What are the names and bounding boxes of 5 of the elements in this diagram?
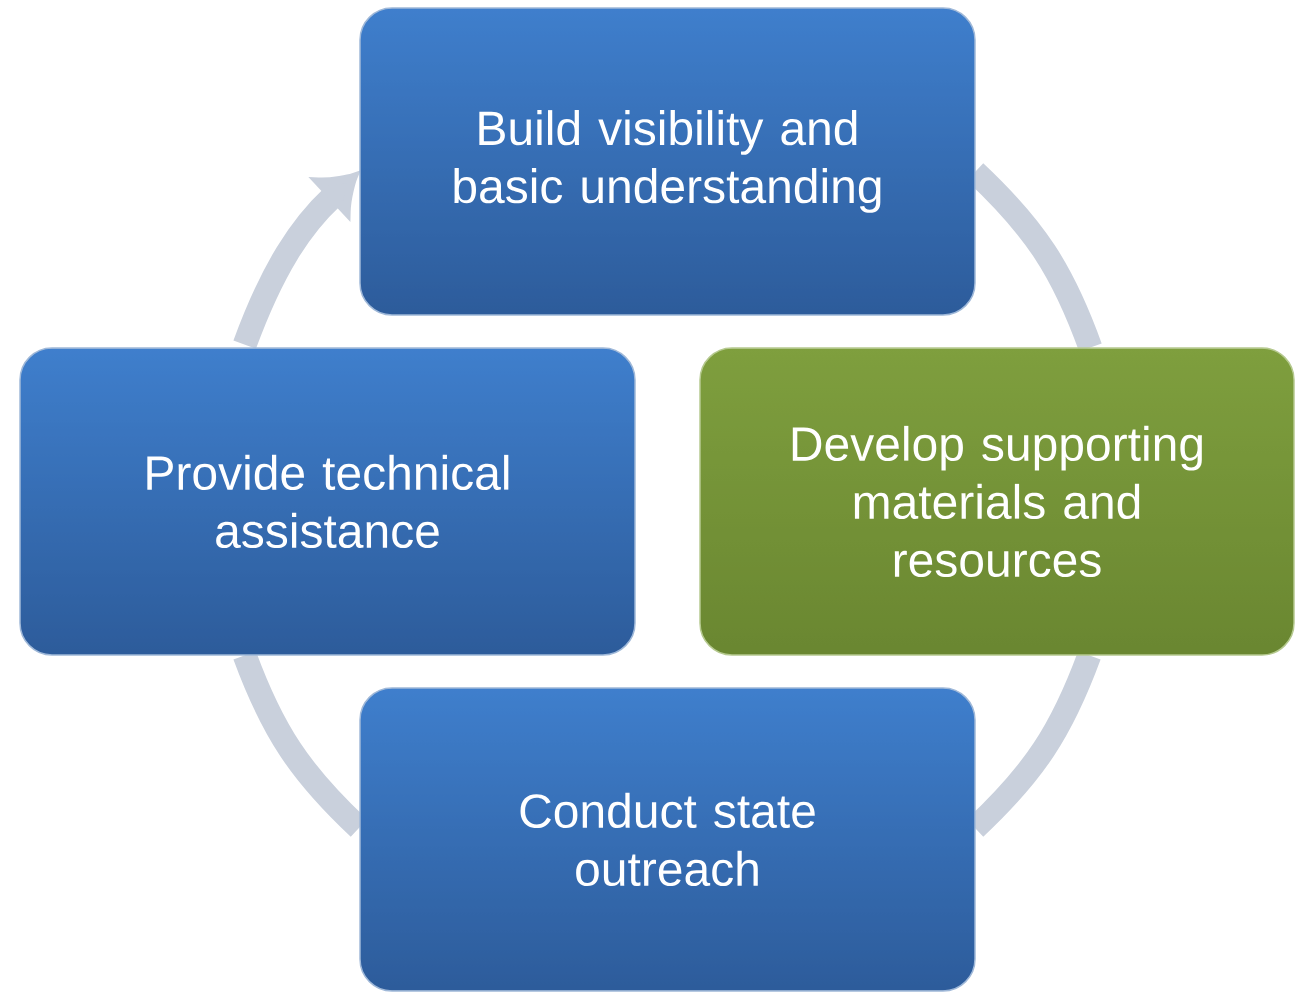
process-box: Build visibility and basic understanding xyxy=(359,7,976,316)
process-box: Develop supporting materials and resources xyxy=(699,347,1295,656)
cycle-arrow xyxy=(233,173,358,349)
process-box: Provide technical assistance xyxy=(19,347,636,656)
process-box: Conduct state outreach xyxy=(359,687,976,992)
